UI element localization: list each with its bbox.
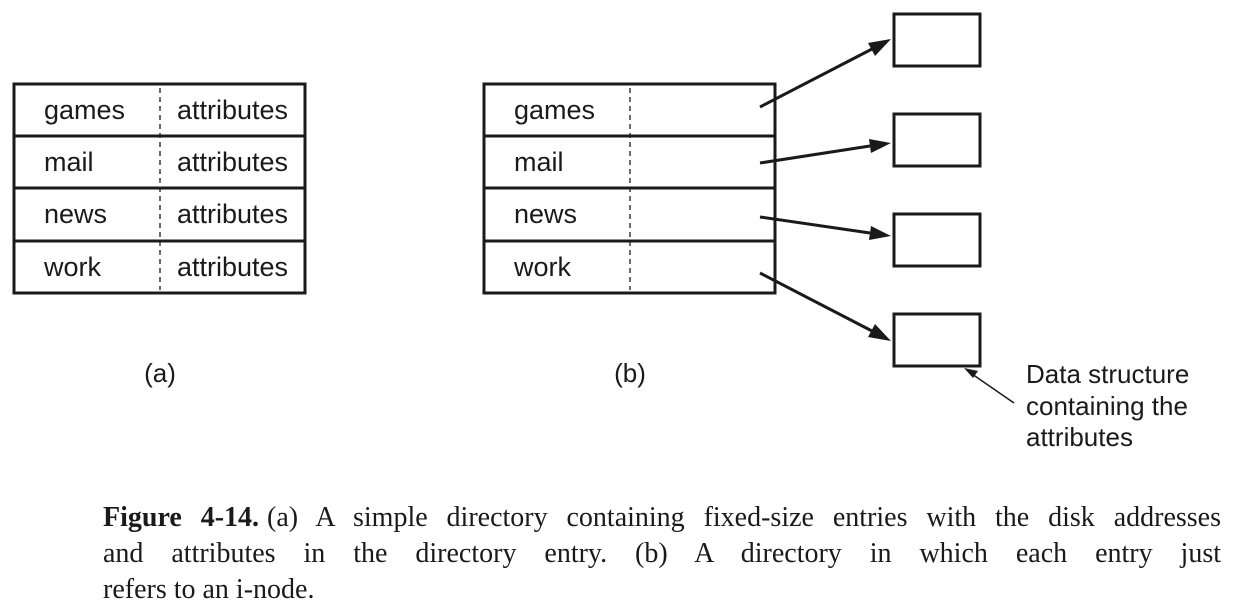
panel-a-attributes-news: attributes — [177, 199, 288, 229]
inode-box-news — [892, 212, 982, 268]
caption-line-2: and attributes in the directory entry. (… — [103, 538, 1221, 569]
inode-box-games — [892, 12, 982, 68]
panel-a: games mail news work attributes attribut… — [12, 82, 307, 388]
panel-b-name-games: games — [514, 95, 595, 125]
annotation-line-1: Data structure — [1026, 359, 1189, 389]
annotation-line-3: attributes — [1026, 422, 1133, 452]
panel-a-name-games: games — [44, 95, 125, 125]
pointer-arrow-games — [759, 39, 891, 109]
panel-a-name-work: work — [43, 252, 102, 282]
pointer-arrow-work — [759, 271, 891, 341]
panel-a-attributes-games: attributes — [177, 95, 288, 125]
panel-b: games mail news work — [482, 12, 1189, 452]
figure-caption: Figure 4-14.(a) A simple directory conta… — [103, 500, 1221, 608]
panel-b-name-mail: mail — [514, 147, 564, 177]
pointer-arrow-mail — [759, 139, 891, 165]
panel-a-attributes-mail: attributes — [177, 147, 288, 177]
inode-box-mail — [892, 112, 982, 168]
caption-label: Figure 4-14. — [103, 502, 260, 533]
inode-box-work — [892, 312, 982, 368]
panel-a-attributes-work: attributes — [177, 252, 288, 282]
caption-text-1: (a) A simple directory containing fixed-… — [267, 502, 1221, 533]
panel-b-label: (b) — [614, 358, 646, 388]
panel-b-name-news: news — [514, 199, 577, 229]
annotation-arrow — [964, 368, 1015, 404]
caption-line-3: refers to an i-node. — [103, 574, 315, 605]
panel-b-row-work — [482, 239, 777, 295]
panel-a-label: (a) — [144, 358, 176, 388]
annotation-line-2: containing the — [1026, 391, 1188, 421]
panel-a-name-mail: mail — [44, 147, 94, 177]
pointer-arrow-news — [759, 215, 891, 240]
panel-a-name-news: news — [44, 199, 107, 229]
caption-line-1: Figure 4-14.(a) A simple directory conta… — [103, 500, 1221, 536]
panel-a-row-work — [12, 239, 307, 295]
panel-b-name-work: work — [513, 252, 572, 282]
